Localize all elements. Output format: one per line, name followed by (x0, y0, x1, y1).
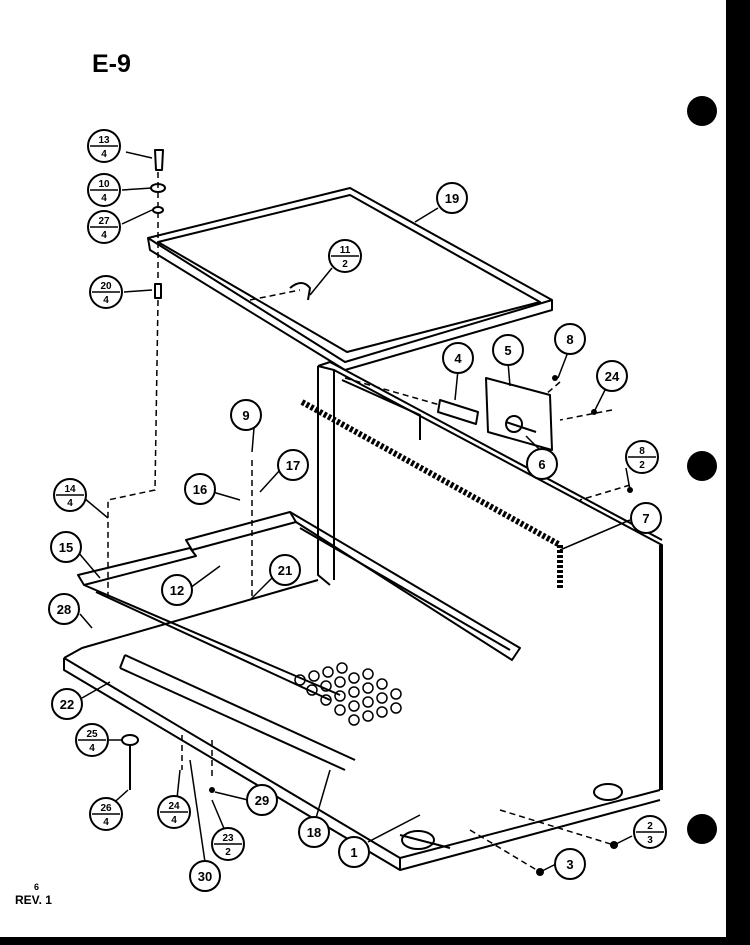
sheet-title: E-9 (92, 50, 131, 78)
binder-hole (687, 96, 717, 126)
binder-hole (687, 814, 717, 844)
callout-30: 30 (189, 860, 221, 892)
callout-4: 4 (442, 342, 474, 374)
callout-9: 9 (230, 399, 262, 431)
paper-sheet (0, 0, 726, 937)
binder-hole (687, 451, 717, 481)
callout-26-4: 264 (89, 797, 123, 831)
vent-perforations (294, 662, 402, 726)
callout-13-4: 134 (87, 129, 121, 163)
svg-text:15: 15 (59, 540, 73, 555)
callout-8: 8 (554, 323, 586, 355)
svg-text:8: 8 (639, 446, 645, 457)
svg-text:2: 2 (647, 821, 653, 832)
callout-1: 1 (338, 836, 370, 868)
callout-10-4: 104 (87, 173, 121, 207)
svg-text:23: 23 (222, 833, 234, 844)
svg-text:25: 25 (86, 729, 98, 740)
assembly-lines (107, 172, 631, 873)
rail-part (119, 654, 356, 771)
svg-text:14: 14 (64, 484, 76, 495)
svg-text:5: 5 (504, 343, 511, 358)
callout-8-2: 82 (625, 440, 659, 474)
svg-text:4: 4 (171, 815, 177, 826)
svg-text:10: 10 (98, 179, 110, 190)
callout-3: 3 (554, 848, 586, 880)
revision-label: REV. 1 (15, 893, 52, 907)
callout-12: 12 (161, 574, 193, 606)
callout-15: 15 (50, 531, 82, 563)
callout-5: 5 (492, 334, 524, 366)
svg-text:4: 4 (454, 351, 462, 366)
revision-superscript: 6 (34, 882, 39, 892)
callout-24-4: 244 (157, 795, 191, 829)
fraction-callout-group: 134 104 274 204 112 82 144 254 264 244 2… (53, 129, 667, 861)
svg-text:26: 26 (100, 803, 112, 814)
callout-11-2: 112 (328, 239, 362, 273)
callout-20-4: 204 (89, 275, 123, 309)
callout-17: 17 (277, 449, 309, 481)
svg-text:16: 16 (193, 482, 207, 497)
svg-text:29: 29 (255, 793, 269, 808)
callout-6: 6 (526, 448, 558, 480)
svg-text:27: 27 (98, 216, 110, 227)
callout-16: 16 (184, 473, 216, 505)
callout-14-4: 144 (53, 478, 87, 512)
hardware-marks (209, 375, 633, 876)
callout-22: 22 (51, 688, 83, 720)
svg-text:4: 4 (67, 498, 73, 509)
drawing-linework (63, 149, 663, 871)
svg-text:7: 7 (642, 511, 649, 526)
svg-text:4: 4 (101, 193, 107, 204)
callout-29: 29 (246, 784, 278, 816)
svg-text:24: 24 (168, 801, 180, 812)
svg-text:4: 4 (103, 295, 109, 306)
svg-text:4: 4 (103, 817, 109, 828)
svg-text:1: 1 (350, 845, 357, 860)
stud-20 (154, 283, 162, 299)
svg-text:11: 11 (340, 245, 351, 256)
svg-text:24: 24 (605, 369, 620, 384)
svg-text:9: 9 (242, 408, 249, 423)
callout-2-3: 23 (633, 815, 667, 849)
screw-13 (154, 149, 164, 171)
svg-text:4: 4 (101, 149, 107, 160)
callout-24: 24 (596, 360, 628, 392)
svg-text:20: 20 (100, 281, 112, 292)
svg-text:2: 2 (639, 460, 645, 471)
svg-text:4: 4 (89, 743, 95, 754)
callout-7: 7 (630, 502, 662, 534)
svg-text:30: 30 (198, 869, 212, 884)
left-bracket-part (77, 547, 197, 586)
svg-text:13: 13 (98, 135, 110, 146)
svg-text:28: 28 (57, 602, 71, 617)
svg-text:6: 6 (538, 457, 545, 472)
base-tray-part (63, 579, 661, 871)
back-panel-part (317, 361, 663, 790)
svg-text:19: 19 (445, 191, 459, 206)
callout-23-2: 232 (211, 827, 245, 861)
callout-27-4: 274 (87, 210, 121, 244)
callout-18: 18 (298, 816, 330, 848)
svg-text:21: 21 (278, 563, 292, 578)
shelf-part (185, 511, 521, 661)
svg-text:22: 22 (60, 697, 74, 712)
svg-text:18: 18 (307, 825, 321, 840)
svg-text:3: 3 (647, 835, 653, 846)
svg-text:4: 4 (101, 230, 107, 241)
callout-19: 19 (436, 182, 468, 214)
svg-text:17: 17 (286, 458, 300, 473)
svg-text:2: 2 (225, 847, 231, 858)
callout-group: 19 4 5 8 24 6 7 9 17 16 15 12 21 28 22 2… (48, 182, 662, 892)
svg-text:12: 12 (170, 583, 184, 598)
callout-28: 28 (48, 593, 80, 625)
callout-25-4: 254 (75, 723, 109, 757)
svg-text:8: 8 (566, 332, 573, 347)
callout-21: 21 (269, 554, 301, 586)
svg-text:2: 2 (342, 259, 348, 270)
svg-text:3: 3 (566, 857, 573, 872)
